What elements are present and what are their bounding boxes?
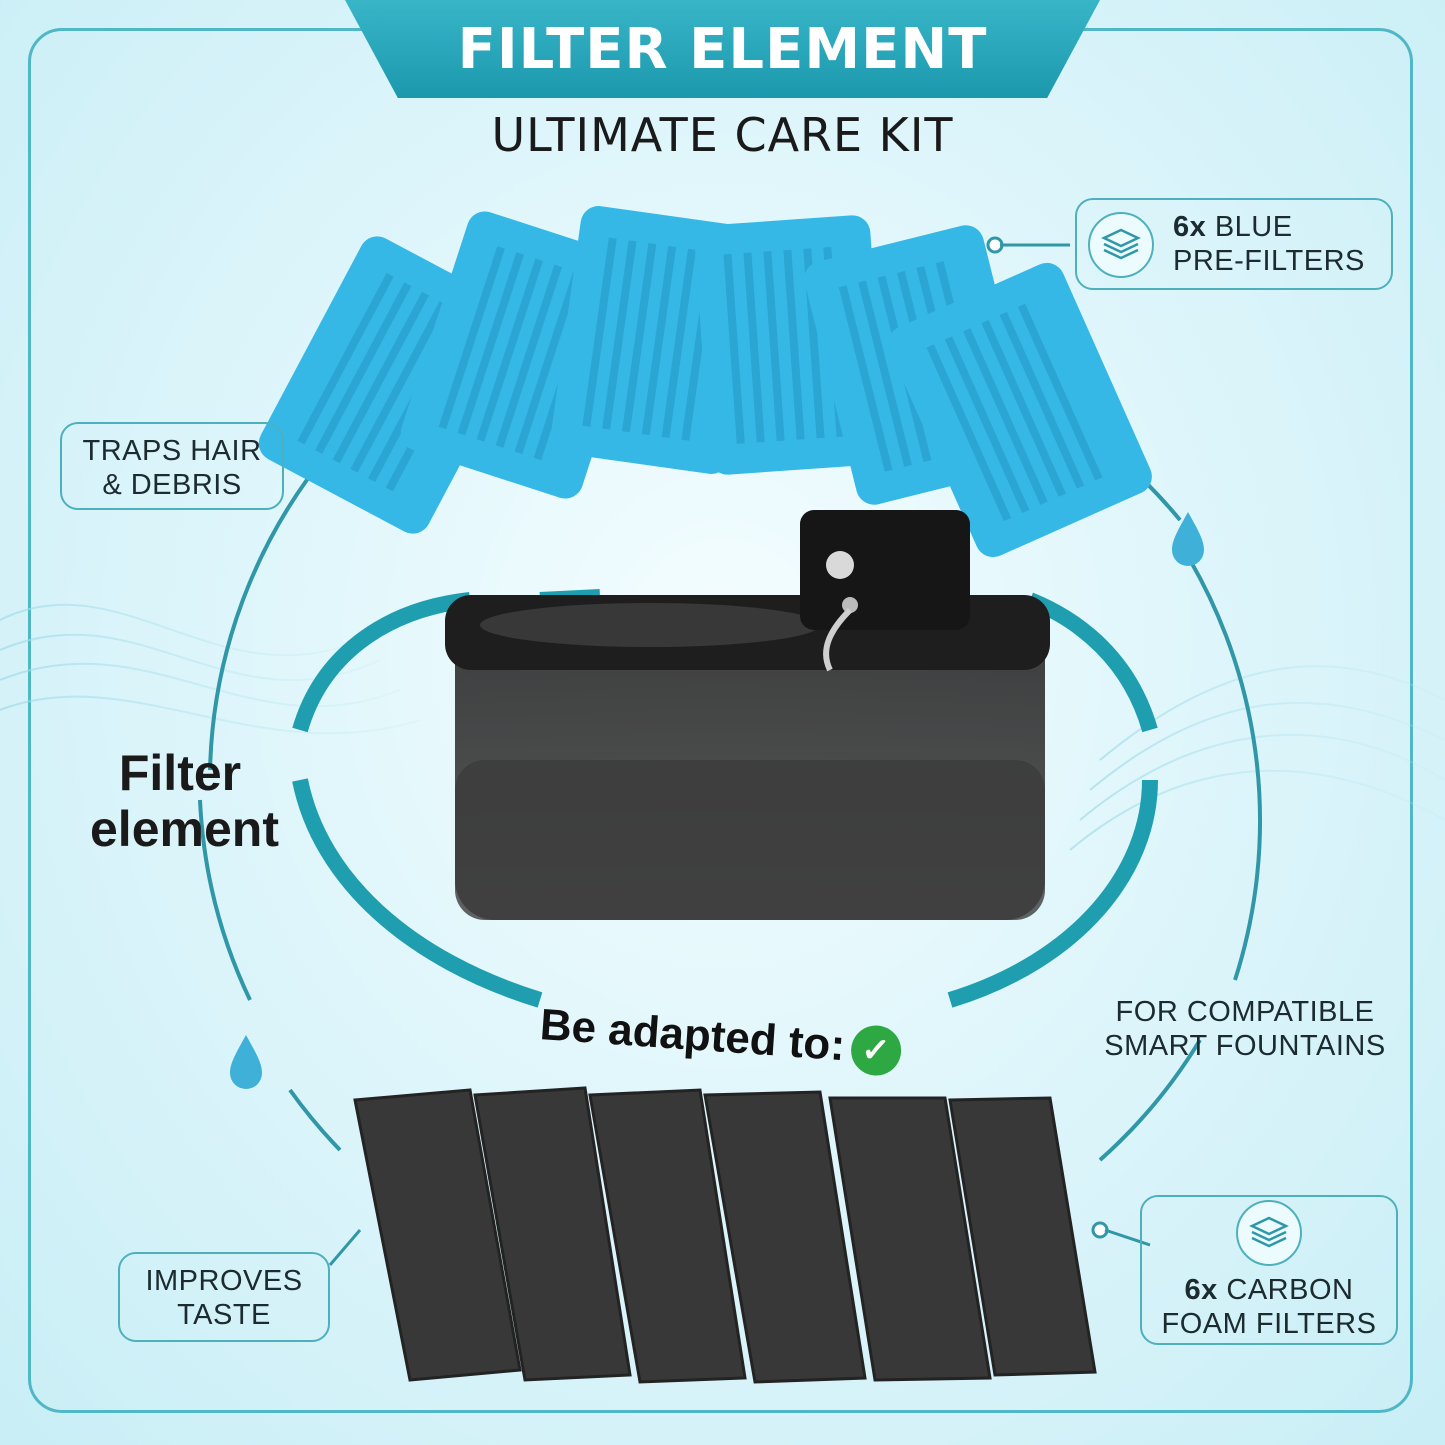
callout-traps-hair: TRAPS HAIR & DEBRIS [60,422,284,510]
taste-line1: IMPROVES [145,1265,303,1297]
filter-label-line1: Filter [118,745,242,801]
smart-fountain [445,510,1050,920]
filter-element-label: Filter element [90,745,279,857]
title-banner: FILTER ELEMENT [345,0,1100,98]
traps-line1: TRAPS HAIR [82,435,262,467]
carbon-line1: CARBON [1226,1274,1354,1306]
ring-dot [986,236,1004,254]
compatible-line2: SMART FOUNTAINS [1104,1030,1386,1062]
callout-blue-prefilters: 6x BLUE PRE-FILTERS [1075,198,1393,290]
prefilter-qty: 6x [1173,211,1207,243]
wave-left [0,603,421,735]
carbon-line2: FOAM FILTERS [1161,1308,1377,1340]
carbon-foam-filters [353,1086,1097,1384]
water-drop-icon [230,1035,262,1089]
callout-improves-taste: IMPROVES TASTE [118,1252,330,1342]
callout-compatible: FOR COMPATIBLE SMART FOUNTAINS [1090,985,1400,1065]
carbon-qty: 6x [1184,1274,1218,1306]
callout-carbon-filters: 6x CARBON FOAM FILTERS [1140,1195,1398,1345]
filter-label-line2: element [90,801,279,857]
compatible-line1: FOR COMPATIBLE [1115,996,1375,1028]
layers-icon [1088,212,1154,278]
layers-icon [1236,1200,1302,1266]
blue-prefilters [258,206,1152,558]
water-drop-icon [1172,512,1204,566]
prefilter-line1: BLUE [1214,211,1293,243]
connector-line [1104,1228,1151,1247]
traps-line2: & DEBRIS [102,469,242,501]
check-circle-icon: ✓ [848,1024,903,1078]
ring-dot [1091,1221,1109,1239]
connector-line [328,1229,362,1266]
page-subtitle: ULTIMATE CARE KIT [491,108,954,162]
taste-line2: TASTE [177,1299,271,1331]
prefilter-line2: PRE-FILTERS [1173,245,1365,277]
page-title: FILTER ELEMENT [457,16,988,82]
